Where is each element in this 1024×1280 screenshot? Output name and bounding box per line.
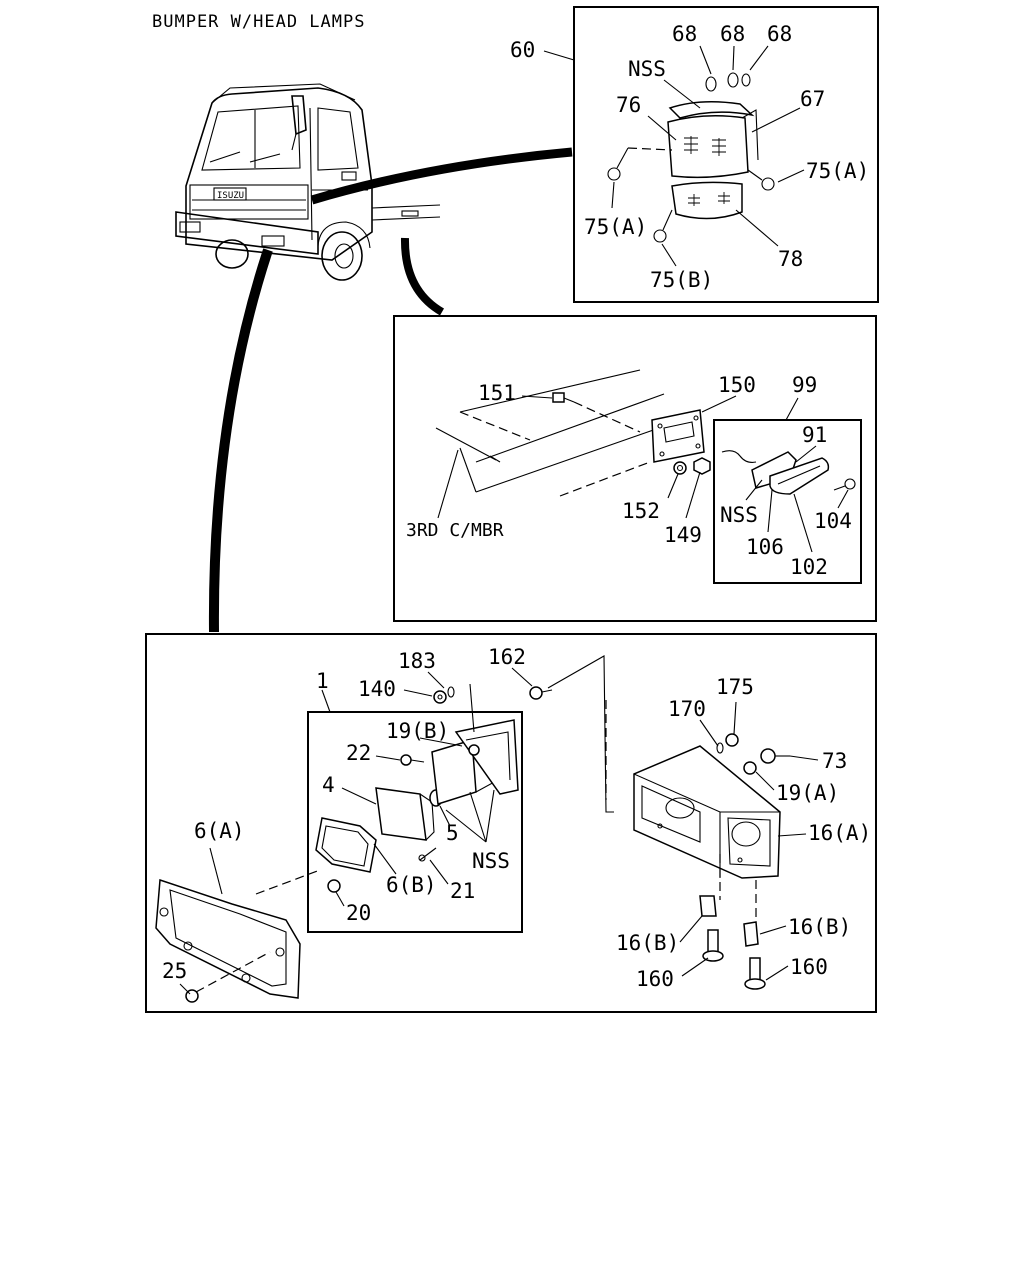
nut-icon [743,761,757,775]
label-183: 183 [398,649,436,673]
label-150: 150 [718,373,756,397]
label-nss: NSS [472,849,510,873]
leader-arcs [208,147,573,633]
nut-icon [673,461,687,475]
screw-icon [653,209,673,243]
label-3rd-cross-member: 3RD C/MBR [406,520,504,541]
label-67: 67 [800,87,825,111]
label-106: 106 [746,535,784,559]
headlamp-unit [375,787,427,841]
label-19b: 19(B) [386,719,449,743]
label-4: 4 [322,773,335,797]
label-16b: 16(B) [788,915,851,939]
label-20: 20 [346,901,371,925]
panel-middle: 151 150 99 91 NSS 104 106 102 152 149 3R… [393,315,877,622]
panel-bottom-frame [145,633,877,1013]
label-162: 162 [488,645,526,669]
washer-icon [716,742,724,754]
label-1: 1 [316,669,329,693]
bolt-icon [702,929,724,962]
label-75a: 75(A) [584,215,647,239]
panel-middle-frame [393,315,877,622]
label-170: 170 [668,697,706,721]
label-16b: 16(B) [616,931,679,955]
bolt-icon [327,879,341,893]
label-25: 25 [162,959,187,983]
label-76: 76 [616,93,641,117]
screw-icon [607,147,629,181]
label-160: 160 [636,967,674,991]
label-73: 73 [822,749,847,773]
nut-icon [468,744,480,756]
housing-bracket [743,921,759,947]
label-91: 91 [802,423,827,447]
label-104: 104 [814,509,852,533]
label-149: 149 [664,523,702,547]
label-99: 99 [792,373,817,397]
bolt-icon [552,392,575,403]
bulb-icon [727,72,739,88]
label-60: 60 [510,38,535,62]
label-nss: NSS [628,57,666,81]
side-lamp-lens-lower [671,181,743,220]
panel-middle-inner-frame [713,419,862,584]
screw-icon [747,169,775,191]
screw-icon [833,478,856,491]
label-5: 5 [446,821,459,845]
label-22: 22 [346,741,371,765]
panel-bottom: 183 162 1 140 19(B) 22 4 5 NSS 6(A) 6(B)… [145,633,877,1013]
label-16a: 16(A) [808,821,871,845]
label-78: 78 [778,247,803,271]
headlamp-gasket [315,817,377,873]
bolt-icon [760,748,790,764]
panel-top-right: 60 68 68 68 NSS 76 67 75(A) 75(A) 78 75(… [510,6,879,303]
truck-illustration: ISUZU [175,83,441,281]
svg-text:ISUZU: ISUZU [217,191,244,201]
bumper-lamp-housing [633,745,781,879]
nut-icon [529,686,553,700]
side-lamp-lens-upper [667,115,749,179]
housing-bracket [699,895,717,917]
bulb-icon [705,76,717,92]
diagram-title: BUMPER W/HEAD LAMPS [152,12,365,32]
nut-icon [725,733,739,747]
panel-bottom-inner-frame [307,711,523,933]
label-75b: 75(B) [650,268,713,292]
screw-icon [418,847,437,862]
bolt-icon [744,957,766,990]
label-102: 102 [790,555,828,579]
nut-icon [693,457,711,475]
label-152: 152 [622,499,660,523]
label-140: 140 [358,677,396,701]
label-21: 21 [450,879,475,903]
label-6b: 6(B) [386,873,437,897]
label-75a: 75(A) [806,159,869,183]
label-nss: NSS [720,503,758,527]
label-68: 68 [720,22,745,46]
screw-icon [400,754,425,766]
clearance-lamp-lens [769,457,830,495]
label-68: 68 [672,22,697,46]
label-160: 160 [790,955,828,979]
label-151: 151 [478,381,516,405]
washer-icon [447,686,455,698]
nut-icon [433,690,447,704]
bracket-150 [651,409,705,463]
label-6a: 6(A) [194,819,245,843]
label-175: 175 [716,675,754,699]
bulb-icon [741,73,751,87]
panel-top-right-frame [573,6,879,303]
label-68: 68 [767,22,792,46]
label-19a: 19(A) [776,781,839,805]
headlamp-bezel [155,878,301,999]
